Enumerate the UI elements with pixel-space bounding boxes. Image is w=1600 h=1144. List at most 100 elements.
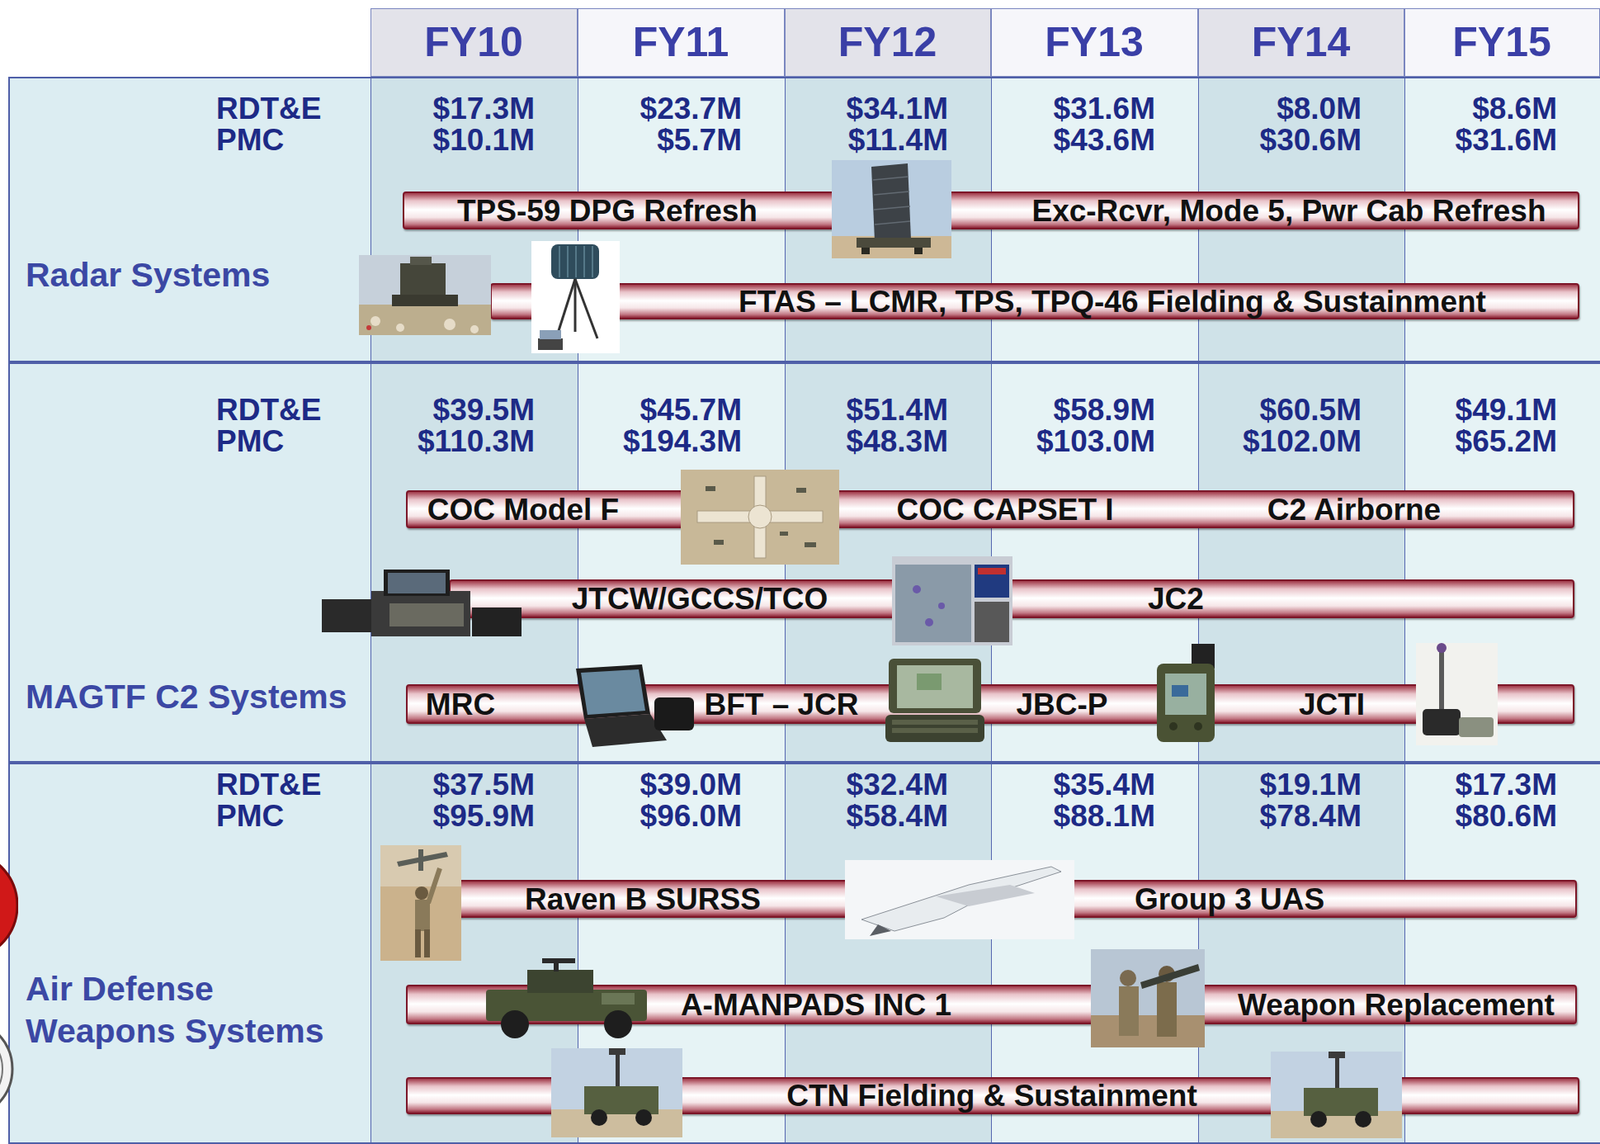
funding-amount: $31.6M [1455, 124, 1558, 156]
picture-part [1118, 986, 1139, 1036]
picture-part [470, 325, 479, 334]
picture-part [1328, 1051, 1346, 1058]
picture-part [925, 618, 934, 627]
picture-part [358, 254, 491, 336]
funding-amount: $80.6M [1455, 800, 1558, 831]
picture-part [1191, 643, 1215, 669]
picture-part [1436, 642, 1447, 653]
picture-part [590, 1109, 652, 1126]
picture-part [1310, 1110, 1372, 1128]
lcmr-photo [531, 240, 620, 354]
picture-part [779, 531, 789, 536]
picture-part [387, 572, 446, 594]
funding-amount: $39.5M [433, 394, 535, 425]
picture-part [574, 278, 577, 332]
funding-amount: $31.6M [1053, 93, 1156, 124]
picture-part [912, 585, 921, 594]
stinger-team-photo [1090, 948, 1205, 1048]
picture-part [556, 278, 576, 339]
picture-part [370, 316, 381, 326]
funding-type-label: PMC [216, 425, 284, 457]
picture-part [383, 569, 450, 596]
picture-part [538, 338, 563, 350]
picture-part [558, 245, 561, 278]
funding-amount: $30.6M [1260, 124, 1362, 156]
picture-part [1156, 981, 1177, 1037]
program-bar: COC Model FCOC CAPSET IC2 Airborne [405, 490, 1575, 529]
picture-part [1169, 722, 1178, 731]
picture-part [584, 713, 667, 747]
picture-part [861, 247, 870, 255]
funding-amount: $19.1M [1260, 769, 1362, 800]
picture-part [428, 868, 440, 903]
picture-part [697, 510, 823, 523]
jcti-photo [1415, 642, 1498, 746]
picture-part [844, 859, 1075, 940]
program-label: COC CAPSET I [896, 494, 1114, 525]
funding-amount: $17.3M [433, 93, 535, 124]
picture-part [680, 469, 840, 565]
picture-part [871, 163, 911, 241]
program-label: Exc-Rcvr, Mode 5, Pwr Cab Refresh [1031, 195, 1546, 227]
picture-part [559, 245, 593, 278]
picture-part [380, 844, 462, 961]
picture-part [974, 564, 1010, 598]
funding-type-label: PMC [216, 800, 284, 831]
picture-part [873, 191, 910, 195]
picture-part [0, 1019, 13, 1119]
raven-launch-photo [380, 844, 462, 961]
program-bar: FTAS – LCMR, TPS, TPQ-46 Fielding & Sust… [490, 283, 1580, 320]
picture-part [424, 929, 430, 958]
picture-part [415, 899, 430, 931]
avenger-vehicle-photo [477, 956, 656, 1041]
program-label: JC2 [1147, 583, 1204, 614]
picture-part [358, 304, 491, 336]
year-header-cell: FY14 [1198, 8, 1405, 77]
picture-part [892, 556, 1013, 646]
program-bar: Raven B SURSSGroup 3 UAS [434, 879, 1577, 918]
funding-type-label: PMC [216, 124, 284, 156]
picture-part [583, 245, 586, 278]
program-label: TPS-59 DPG Refresh [457, 195, 758, 227]
picture-part [1270, 1110, 1402, 1138]
funding-amount: $35.4M [1053, 769, 1156, 800]
picture-part [1310, 1110, 1327, 1128]
picture-part [591, 245, 594, 278]
picture-part [566, 245, 569, 278]
funding-amount: $8.6M [1472, 93, 1558, 124]
picture-part [527, 969, 594, 993]
picture-part [754, 476, 766, 558]
year-label: FY11 [632, 21, 730, 63]
rugged-tablet-photo [883, 656, 987, 744]
funding-amount: $194.3M [623, 425, 742, 457]
picture-part [873, 176, 911, 225]
funding-amount: $43.6M [1053, 124, 1156, 156]
radar-photo [831, 160, 952, 259]
picture-part [604, 1010, 633, 1039]
funding-amount: $110.3M [417, 425, 535, 457]
picture-part [896, 665, 973, 708]
picture-part [1415, 642, 1498, 746]
picture-part [1169, 722, 1203, 731]
picture-part [575, 278, 598, 339]
picture-part [551, 1047, 683, 1138]
picture-part [580, 669, 646, 715]
picture-part [443, 318, 456, 331]
picture-part [584, 1085, 659, 1114]
funding-amount: $58.4M [846, 800, 949, 831]
picture-part [888, 658, 982, 713]
funding-amount: $78.4M [1260, 800, 1362, 831]
picture-part [389, 603, 464, 627]
funding-amount: $88.1M [1053, 800, 1156, 831]
funding-amount: $37.5M [433, 769, 535, 800]
funding-amount: $65.2M [1455, 425, 1558, 457]
picture-part [601, 992, 635, 1005]
picture-part [1119, 969, 1137, 987]
funding-amount: $10.1M [433, 124, 535, 156]
funding-amount: $49.1M [1455, 394, 1558, 425]
year-header-cell: FY13 [991, 8, 1199, 77]
picture-part [892, 727, 978, 733]
picture-part [974, 601, 1010, 642]
